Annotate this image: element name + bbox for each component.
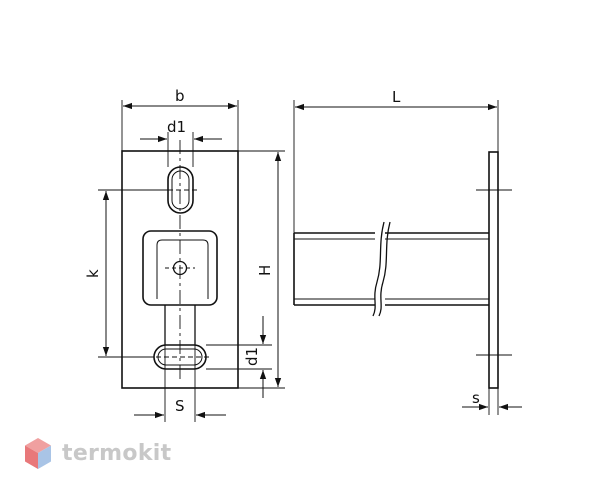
label-k: k — [84, 269, 102, 278]
tube-stub-lines — [164, 305, 196, 345]
label-b: b — [175, 87, 185, 105]
label-d1-top: d1 — [167, 118, 186, 136]
end-plate — [488, 151, 499, 389]
side-view — [293, 100, 522, 415]
square-window-inner — [156, 239, 209, 299]
termokit-logo-text: termokit — [62, 441, 172, 466]
label-d1-side: d1 — [243, 347, 261, 366]
label-s: s — [472, 389, 480, 407]
label-S: S — [175, 397, 185, 415]
label-H: H — [256, 265, 274, 276]
square-window-outer — [142, 230, 218, 306]
termokit-logo-icon — [25, 438, 51, 469]
break-line-left — [372, 221, 385, 317]
front-view — [98, 100, 285, 422]
arm-profile — [293, 232, 489, 306]
break-line-right — [378, 221, 391, 317]
label-L: L — [392, 88, 401, 106]
